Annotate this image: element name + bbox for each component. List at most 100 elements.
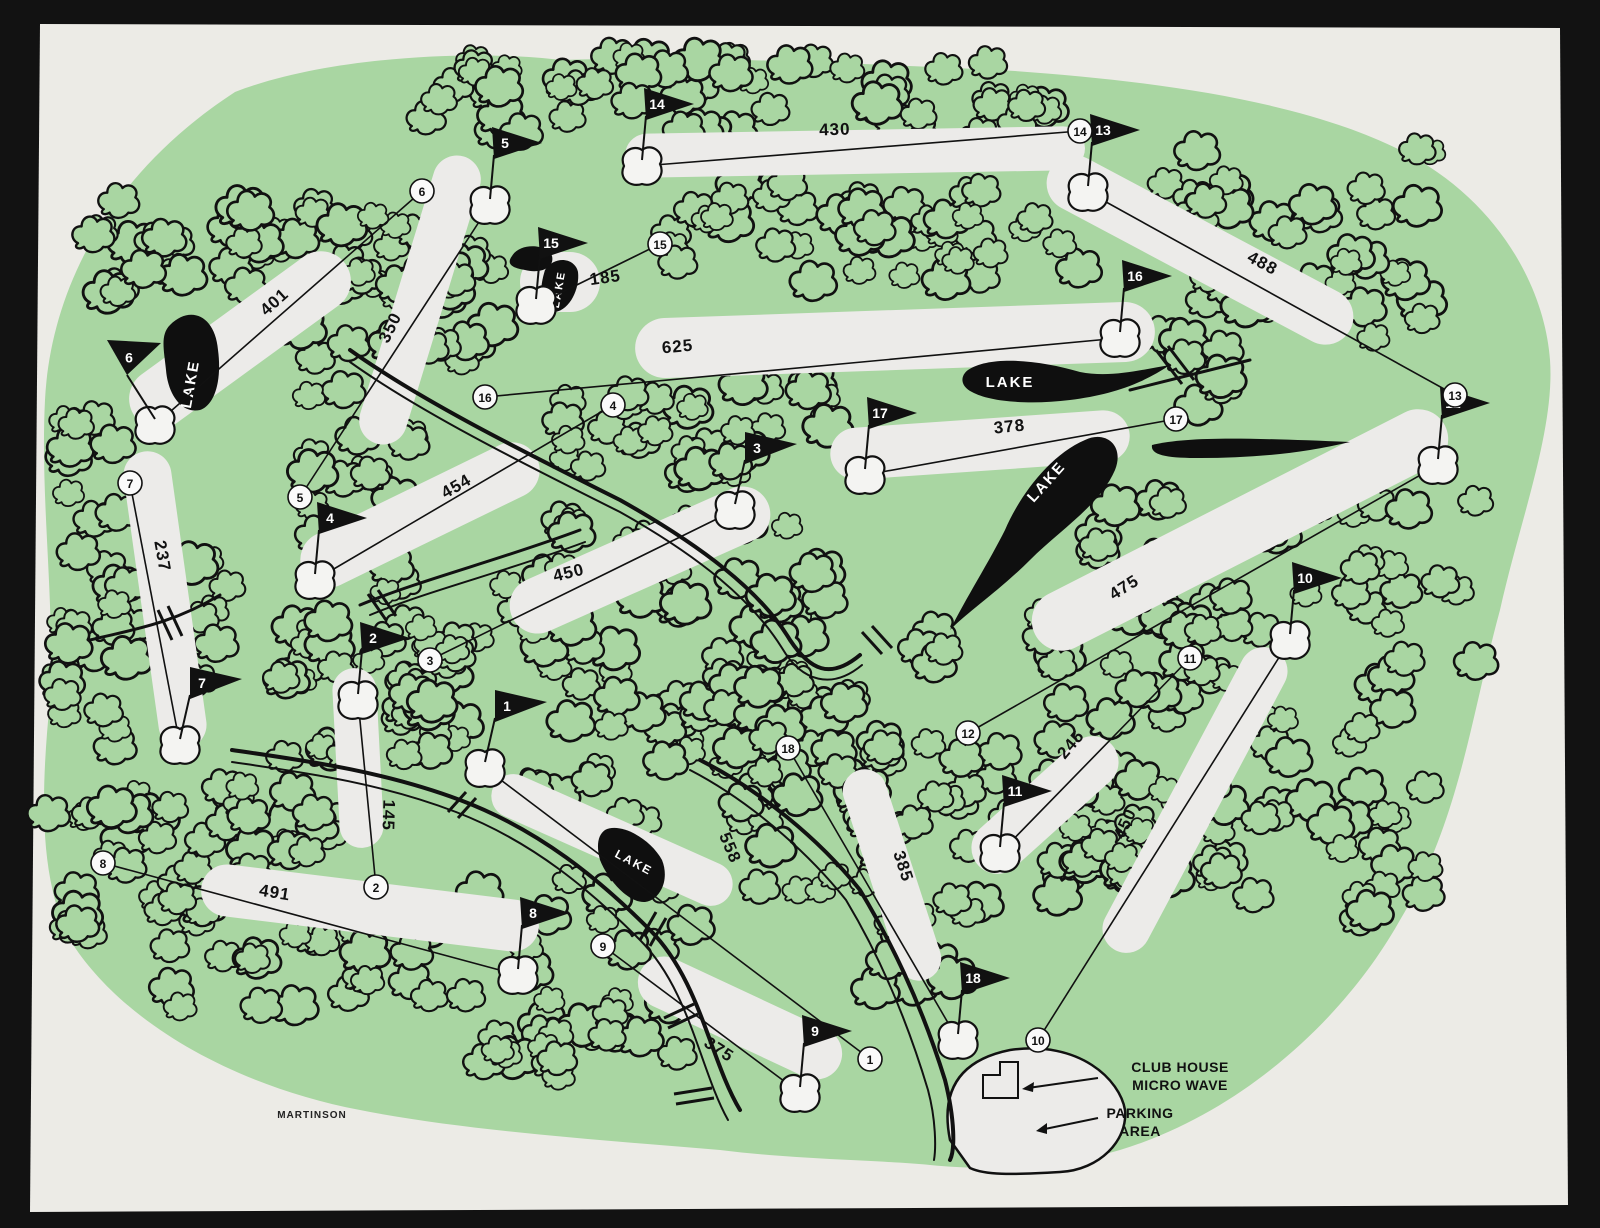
flag-pole <box>484 717 496 763</box>
parking-label: PARKING <box>1106 1105 1173 1121</box>
tee-marker <box>1067 118 1093 144</box>
lake-hole-17 <box>950 436 1118 630</box>
putting-green <box>714 490 756 530</box>
flag-number: 18 <box>965 970 981 986</box>
yardage-line <box>102 862 519 976</box>
yardage-line <box>429 509 736 661</box>
yardage-line <box>864 418 1177 476</box>
hole-layer: 1155822145334504445455350664017723788491… <box>90 88 1490 1113</box>
flag-icon <box>1090 114 1140 146</box>
lake-hole-1 <box>597 827 665 903</box>
flag-icon <box>960 962 1010 994</box>
tee-number: 16 <box>478 391 492 405</box>
bridge-layer <box>156 345 1196 1106</box>
flag-icon <box>1002 775 1052 807</box>
yardage-line <box>535 243 661 306</box>
yardage-line <box>357 699 377 888</box>
tee-number: 1 <box>867 1053 874 1067</box>
yardage-label: 491 <box>258 881 292 905</box>
tee-number: 11 <box>1184 652 1197 666</box>
yardage-line <box>484 767 871 1060</box>
tee-number: 12 <box>961 727 975 741</box>
clubhouse[interactable]: CLUB HOUSE MICRO WAVE <box>982 1059 1229 1099</box>
flag-number: 2 <box>369 630 377 646</box>
flag-number: 13 <box>1095 122 1111 138</box>
tee-number: 18 <box>781 742 795 756</box>
flag-pole <box>1087 141 1093 187</box>
tee-marker <box>1163 406 1189 432</box>
lake-hole-17-channel <box>1151 438 1350 458</box>
tee-marker <box>1177 645 1203 671</box>
tee-number: 15 <box>653 238 667 252</box>
tee-number: 10 <box>1031 1034 1045 1048</box>
flag-icon <box>1292 562 1342 594</box>
yardage-label: 145 <box>378 799 398 831</box>
flag-pole <box>734 459 746 505</box>
tee-number: 13 <box>1448 389 1462 403</box>
flag-pole <box>314 529 320 575</box>
flag-number: 9 <box>811 1023 819 1039</box>
flag-number: 7 <box>198 675 206 691</box>
flag-number: 4 <box>326 510 334 526</box>
flag-number: 14 <box>649 96 665 112</box>
flag-icon <box>495 690 547 722</box>
flag-number: 3 <box>753 440 761 456</box>
flag-icon <box>360 622 410 654</box>
tee-marker <box>417 647 443 673</box>
yardage-line <box>314 404 614 581</box>
flag-icon <box>520 897 570 929</box>
tee-marker <box>775 735 801 761</box>
clubhouse-label-line2: MICRO WAVE <box>1132 1077 1228 1093</box>
putting-green <box>515 285 557 325</box>
flag-pole <box>517 924 523 970</box>
flag-pole <box>641 115 647 161</box>
putting-green <box>337 680 379 720</box>
putting-green <box>779 1073 821 1113</box>
tee-number: 17 <box>1169 413 1183 427</box>
flag-icon <box>1122 260 1172 292</box>
flag-icon <box>492 127 542 159</box>
flag-number: 11 <box>1008 783 1023 799</box>
hole-17[interactable]: 17 17 378 <box>844 397 1189 495</box>
putting-green <box>464 748 506 788</box>
flag-number: 17 <box>872 405 888 421</box>
artist-signature: MARTINSON <box>277 1110 347 1121</box>
flag-pole <box>864 424 870 470</box>
putting-green <box>1067 172 1109 212</box>
hole-8[interactable]: 8 8 491 <box>90 850 570 995</box>
flag-pole <box>357 649 363 695</box>
yardage-line <box>787 747 959 1041</box>
yardage-line <box>154 190 423 426</box>
flag-pole <box>957 989 963 1035</box>
yardage-line <box>484 337 1121 398</box>
parking-area[interactable]: PARKING AREA <box>1036 1105 1174 1139</box>
lake-hole-6 <box>163 314 220 411</box>
creek-layer <box>88 348 1252 1162</box>
tee-number: 8 <box>100 857 107 871</box>
yardage-line <box>1037 639 1291 1041</box>
tee-number: 5 <box>297 491 304 505</box>
yardage-label: 378 <box>993 415 1026 437</box>
putting-green <box>844 455 886 495</box>
flag-icon <box>317 502 367 534</box>
tee-marker <box>857 1046 883 1072</box>
flag-pole <box>1119 287 1125 333</box>
flag-number: 8 <box>529 905 537 921</box>
putting-green <box>937 1020 979 1060</box>
putting-green <box>1269 620 1311 660</box>
flag-number: 6 <box>125 350 133 366</box>
tee-marker <box>590 933 616 959</box>
tee-marker <box>472 384 498 410</box>
putting-green <box>497 955 539 995</box>
